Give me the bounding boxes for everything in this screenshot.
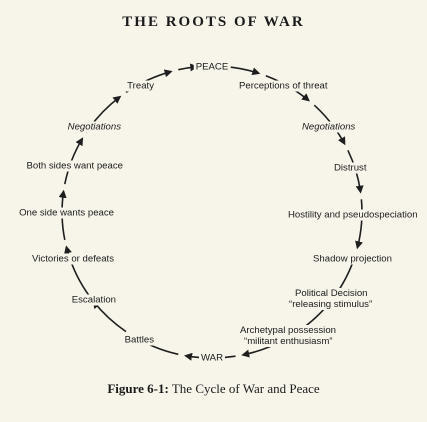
node-political-decision: Political Decision “releasing stimulus”	[287, 288, 375, 310]
node-both-sides-want-peace: Both sides want peace	[24, 160, 125, 172]
cycle-arc	[355, 199, 363, 250]
figure-caption: Figure 6-1: The Cycle of War and Peace	[0, 381, 427, 397]
node-negotiations-left: Negotiations	[65, 121, 123, 133]
cycle-arc	[227, 66, 261, 76]
node-archetypal-possession-line2: “militant enthusiasm”	[244, 336, 333, 347]
node-escalation: Escalation	[69, 294, 118, 306]
cycle-arc	[64, 245, 90, 297]
node-archetypal-possession-line1: Archetypal possession	[240, 325, 336, 336]
node-treaty: Treaty	[125, 80, 156, 92]
node-one-side-wants-peace: One side wants peace	[17, 207, 116, 219]
node-political-decision-line1: Political Decision	[295, 288, 368, 299]
figure-caption-label: Figure 6-1:	[107, 381, 169, 396]
node-archetypal-possession: Archetypal possession “militant enthusia…	[238, 325, 338, 347]
page-heading: THE ROOTS OF WAR	[122, 14, 305, 30]
node-negotiations-left-label: Negotiations	[67, 121, 121, 133]
node-shadow-projection: Shadow projection	[311, 253, 394, 265]
node-perceptions-of-threat: Perceptions of threat	[237, 80, 330, 92]
node-peace: PEACE	[193, 61, 231, 73]
node-battles: Battles	[122, 334, 156, 346]
figure-caption-title: The Cycle of War and Peace	[171, 381, 320, 396]
node-war: WAR	[198, 352, 226, 364]
node-distrust: Distrust	[332, 162, 369, 174]
node-negotiations-right: Negotiations	[300, 121, 358, 133]
cycle-arc	[92, 300, 127, 333]
node-political-decision-line2: “releasing stimulus”	[289, 299, 373, 310]
node-hostility: Hostility and pseudospeciation	[286, 209, 420, 221]
node-victories-or-defeats: Victories or defeats	[30, 253, 116, 265]
node-negotiations-right-label: Negotiations	[302, 121, 356, 133]
